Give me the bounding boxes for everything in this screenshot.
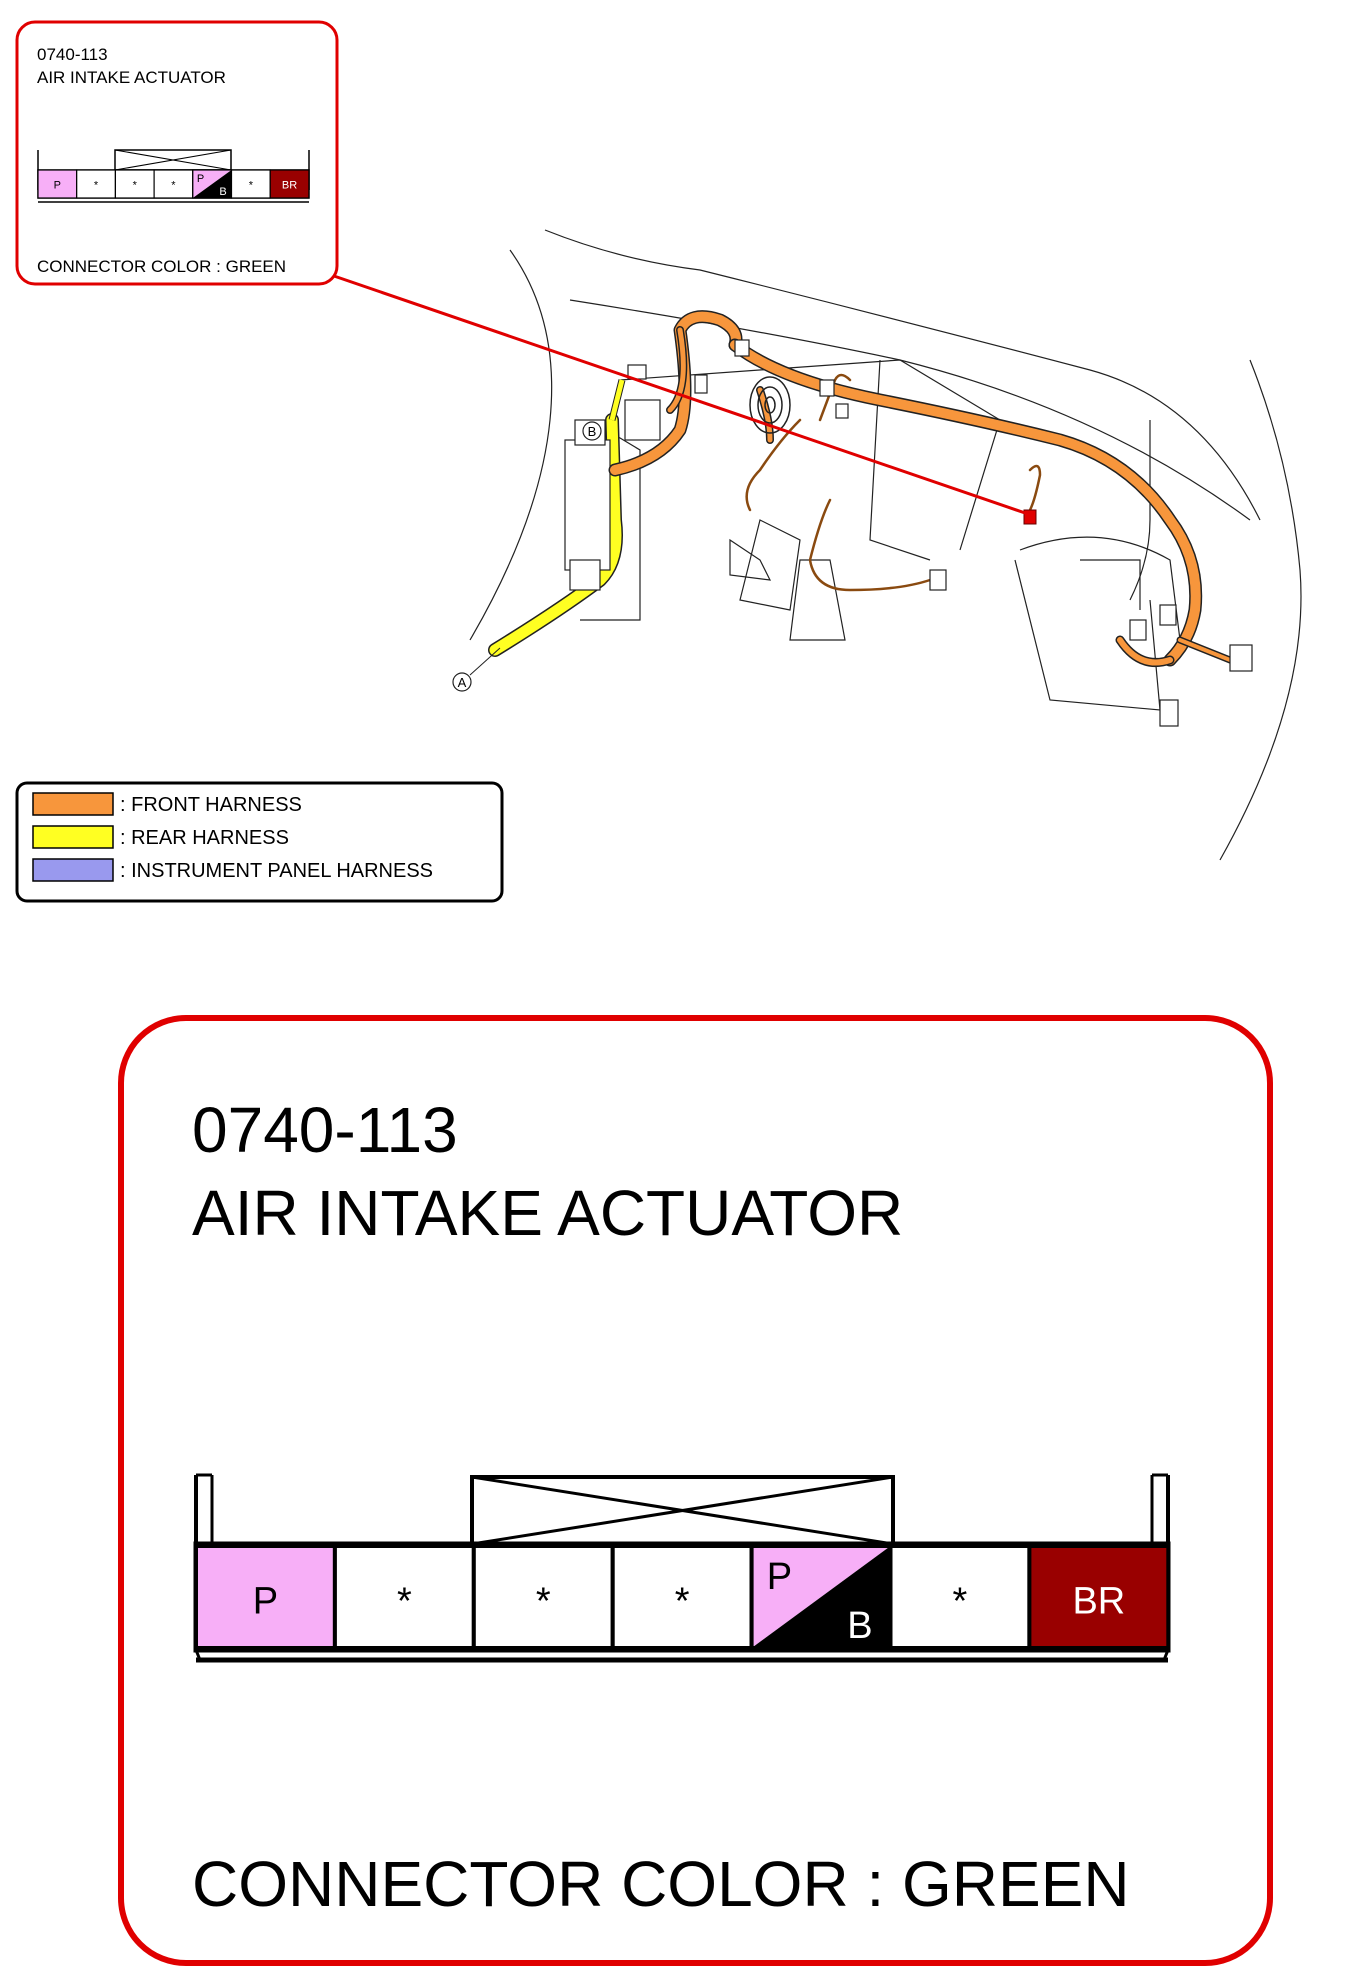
small-pin-label: * [133, 179, 138, 191]
large-pin-6: * [888, 1544, 1032, 1650]
small-connector-code: 0740-113 [37, 45, 108, 64]
legend-label: : FRONT HARNESS [120, 794, 302, 816]
small-pin-4: * [153, 169, 194, 199]
small-pin-label: BR [282, 179, 297, 191]
small-connector-callout: 0740-113 AIR INTAKE ACTUATOR P***PB*BR C… [15, 20, 339, 286]
callout-b-label: B [588, 424, 597, 439]
callout-a-label: A [458, 675, 467, 690]
large-pin-label: * [953, 1580, 968, 1622]
callout-b: B [582, 421, 602, 441]
harness-connectors [627, 339, 1253, 727]
large-pin-label-bottom: B [847, 1605, 872, 1647]
grommet [749, 376, 791, 434]
legend-item: : REAR HARNESS [32, 825, 289, 849]
legend-item: : INSTRUMENT PANEL HARNESS [32, 858, 433, 882]
small-connector-face: P***PB*BR [37, 149, 310, 203]
large-pin-label: * [536, 1580, 551, 1622]
large-pin-label: BR [1072, 1580, 1125, 1622]
large-pin-label: * [675, 1580, 690, 1622]
callout-a: A [452, 647, 501, 692]
large-pin-4: * [610, 1544, 754, 1650]
small-pin-3: * [114, 169, 155, 199]
large-pin-5: PB [749, 1544, 893, 1650]
small-connector-name: AIR INTAKE ACTUATOR [37, 68, 226, 87]
small-pin-label-top: P [197, 173, 204, 185]
small-pin-label-bottom: B [219, 186, 226, 198]
large-connector-face: P***PB*BR [193, 1473, 1171, 1663]
large-pin-label-top: P [767, 1556, 792, 1598]
large-connector-callout: 0740-113 AIR INTAKE ACTUATOR P***PB*BR C… [118, 1015, 1273, 1966]
small-pin-7: BR [269, 169, 310, 199]
large-pin-3: * [471, 1544, 615, 1650]
large-connector-code: 0740-113 [192, 1094, 458, 1166]
large-pin-label: * [397, 1580, 412, 1622]
legend-label: : REAR HARNESS [120, 827, 289, 849]
legend-item: : FRONT HARNESS [32, 792, 302, 816]
harness-legend: : FRONT HARNESS : REAR HARNESS : INSTRUMEN… [15, 781, 504, 903]
large-connector-name: AIR INTAKE ACTUATOR [192, 1177, 903, 1249]
large-pin-1: P [194, 1544, 337, 1650]
junction-block [564, 399, 661, 591]
small-pin-6: * [230, 169, 271, 199]
small-pin-5: PB [192, 169, 233, 199]
small-pin-2: * [76, 169, 116, 199]
leader-line [333, 274, 1029, 516]
small-connector-color-label: CONNECTOR COLOR : GREEN [37, 257, 286, 276]
small-pin-label: * [94, 179, 99, 191]
small-pin-1: P [37, 169, 78, 199]
legend-label: : INSTRUMENT PANEL HARNESS [120, 860, 433, 882]
large-pin-2: * [332, 1544, 476, 1650]
small-pin-label: * [171, 179, 176, 191]
large-pin-label: P [253, 1580, 278, 1622]
small-pin-label: P [54, 179, 61, 191]
legend-swatch [32, 825, 114, 849]
legend-swatch [32, 792, 114, 816]
large-connector-color-label: CONNECTOR COLOR : GREEN [192, 1848, 1130, 1920]
legend-swatch [32, 858, 114, 882]
front-harness [608, 310, 1234, 667]
large-pin-7: BR [1027, 1544, 1171, 1650]
small-pin-label: * [249, 179, 254, 191]
